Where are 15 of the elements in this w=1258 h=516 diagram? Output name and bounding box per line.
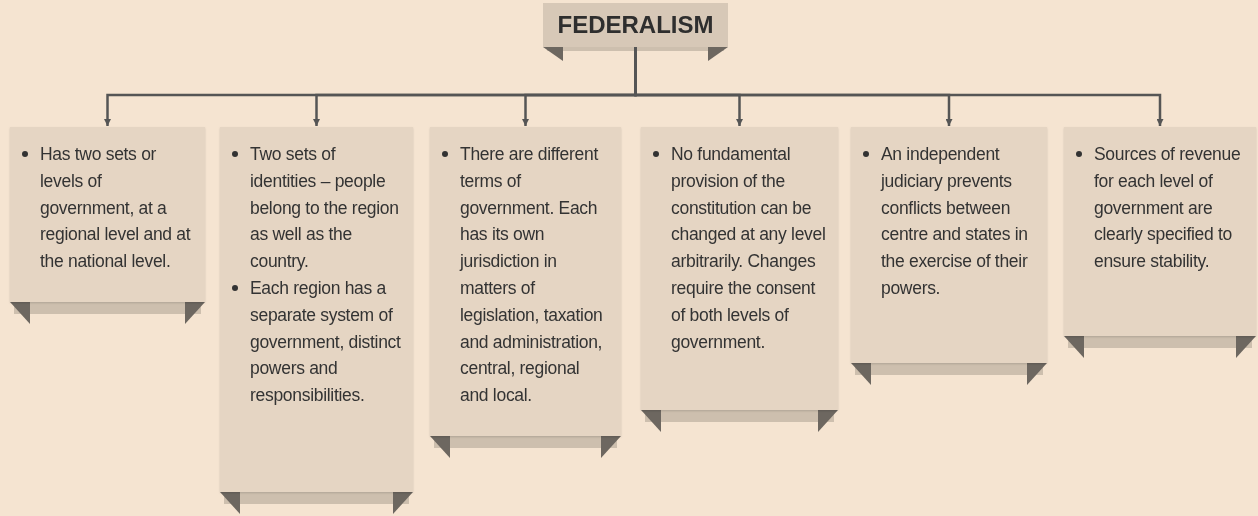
bullet-text: Has two sets or levels of government, at a regional level and at the national level. [40, 143, 192, 274]
bullet-text: There are different terms of government. Each has its own jurisdiction in matters of legislation, taxation and administration, central, regional and local. [460, 143, 604, 408]
text-card [220, 127, 413, 492]
bullet-text: An independent judiciary prevents conflicts between centre and states in the exercise of their powers. [881, 143, 1029, 300]
text-card [1064, 127, 1256, 336]
bullet-text: Each region has a separate system of government, distinct powers and responsibilities. [250, 277, 402, 408]
title-text: FEDERALISM [557, 11, 714, 39]
bullet-text: Two sets of identities – people belong to the region as well as the country. [250, 143, 400, 274]
text-card [430, 127, 621, 436]
text-card [10, 127, 205, 302]
text-card [851, 127, 1047, 363]
text-card [641, 127, 838, 410]
bullet-text: No fundamental provision of the constitution can be changed at any level arbitrarily. Changes require the consent of both levels of government. [671, 143, 827, 354]
bullet-text: Sources of revenue for each level of government are clearly specified to ensure stability. [1094, 143, 1242, 274]
title-box [543, 3, 728, 47]
